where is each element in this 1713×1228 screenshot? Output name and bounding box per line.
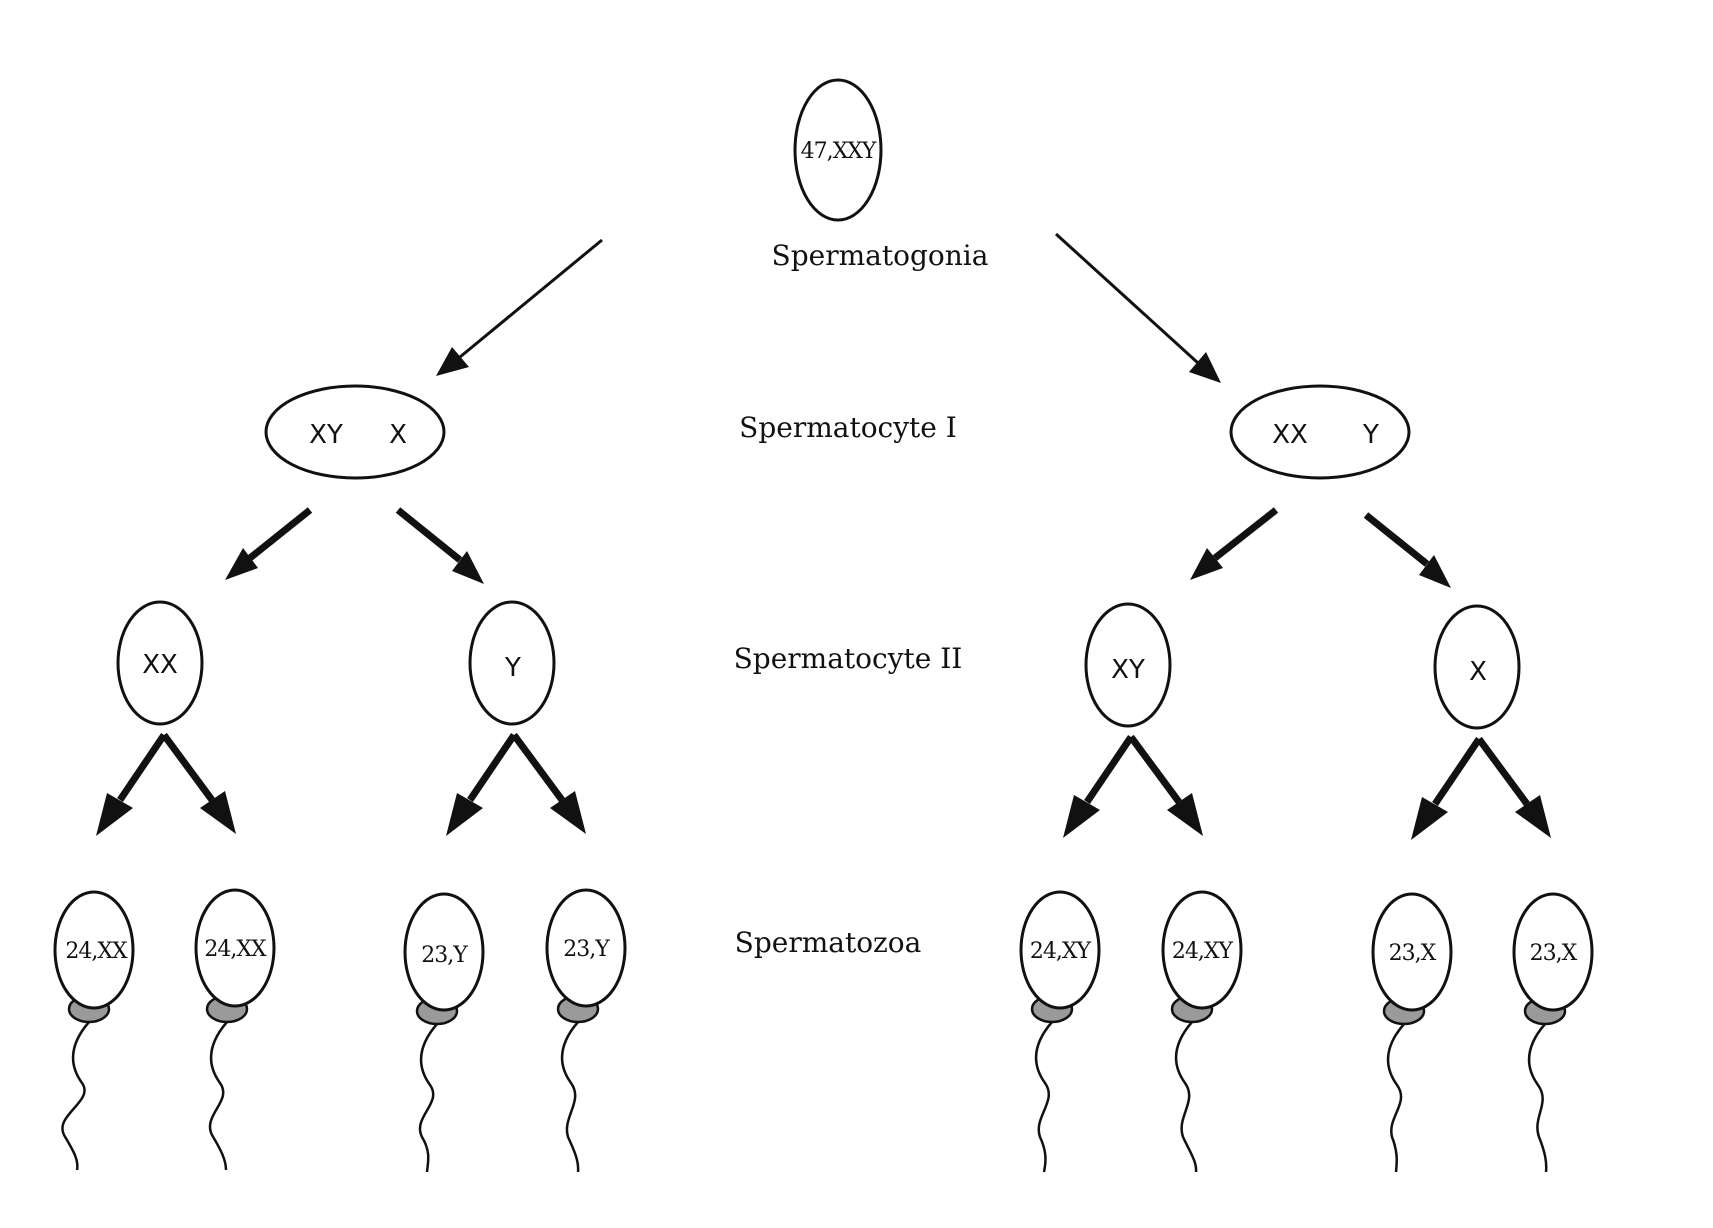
spermatocyte-2-x: X [1433, 604, 1521, 730]
spermatocyte-2-x-chromosomes: X [1469, 657, 1487, 687]
spermatozoon-4-head [545, 888, 627, 1008]
spermatozoon-3-karyotype: 23,Y [421, 943, 468, 968]
fork-arrows-xx [96, 732, 236, 836]
arrow-to-spermatocyte-2-x [1363, 512, 1451, 588]
spermatocyte-2-y-chromosomes: Y [504, 653, 521, 683]
spermatozoon-2: 24,XX [194, 888, 276, 1171]
spermatocyte-2-x-cell [1433, 604, 1521, 730]
arrow-to-spermatocyte-2-y [395, 507, 484, 584]
spermatocyte-1-right: XX Y [1229, 384, 1411, 480]
spermatozoon-8: 23,X [1512, 892, 1594, 1173]
spermatocyte-1-left-cell [264, 384, 446, 480]
spermatocyte-2-xx-chromosomes: XX [142, 650, 178, 680]
fork-arrows-y [446, 732, 586, 836]
spermatozoon-6-head [1161, 890, 1243, 1010]
spermatocyte-1-left-chromosomes-a: XY [309, 420, 343, 450]
spermatocyte-2-xy-chromosomes: XY [1111, 655, 1145, 685]
stage-label-spermatocyte-1: Spermatocyte I [739, 411, 957, 444]
spermatogonium-cell [793, 78, 883, 222]
spermatocyte-2-y: Y [468, 600, 556, 726]
spermatozoon-8-head [1512, 892, 1594, 1012]
spermatogonium: 47,XXY [793, 78, 883, 222]
stage-label-spermatozoa: Spermatozoa [735, 926, 922, 959]
spermatocyte-1-right-chromosomes-a: XX [1272, 420, 1308, 450]
spermatozoon-5: 24,XY [1019, 890, 1101, 1173]
spermatozoon-6: 24,XY [1161, 890, 1243, 1173]
spermatozoon-7-karyotype: 23,X [1389, 941, 1437, 966]
spermatocyte-1-right-cell [1229, 384, 1411, 480]
spermatozoon-6-karyotype: 24,XY [1172, 939, 1234, 964]
spermatocyte-2-xy-cell [1084, 602, 1172, 728]
spermatozoon-2-head [194, 888, 276, 1008]
fork-arrows-xy [1063, 734, 1203, 838]
spermatocyte-1-left-chromosomes-b: X [389, 420, 407, 450]
spermatozoon-4: 23,Y [545, 888, 627, 1173]
stage-label-spermatocyte-2: Spermatocyte II [734, 642, 963, 675]
spermatozoon-7: 23,X [1371, 892, 1453, 1173]
spermatogonium-karyotype: 47,XXY [801, 139, 877, 164]
stage-label-spermatogonia: Spermatogonia [772, 239, 989, 272]
spermatozoon-1-head [53, 890, 135, 1010]
spermatozoon-5-head [1019, 890, 1101, 1010]
spermatocyte-1-right-chromosomes-b: Y [1362, 420, 1379, 450]
spermatocyte-2-y-cell [468, 600, 556, 726]
spermatozoon-1-karyotype: 24,XX [65, 939, 128, 964]
spermatozoon-5-karyotype: 24,XY [1030, 939, 1092, 964]
spermatocyte-2-xy: XY [1084, 602, 1172, 728]
spermatozoon-3: 23,Y [403, 892, 485, 1173]
arrow-to-spermatocyte-2-xx [225, 507, 313, 580]
arrow-to-spermatocyte-1-left [436, 238, 603, 376]
spermatozoon-7-head [1371, 892, 1453, 1012]
spermatozoon-4-karyotype: 23,Y [563, 937, 610, 962]
arrow-to-spermatocyte-1-right [1054, 232, 1221, 383]
spermatocyte-1-left: XY X [264, 384, 446, 480]
spermatozoon-3-head [403, 892, 485, 1012]
spermatocyte-2-xx-cell [116, 600, 204, 726]
fork-arrows-x [1411, 736, 1551, 840]
arrow-to-spermatocyte-2-xy [1190, 507, 1279, 580]
spermatozoon-1: 24,XX [53, 890, 135, 1171]
spermatocyte-2-xx: XX [116, 600, 204, 726]
spermatozoon-2-karyotype: 24,XX [204, 937, 267, 962]
spermatozoon-8-karyotype: 23,X [1530, 941, 1578, 966]
